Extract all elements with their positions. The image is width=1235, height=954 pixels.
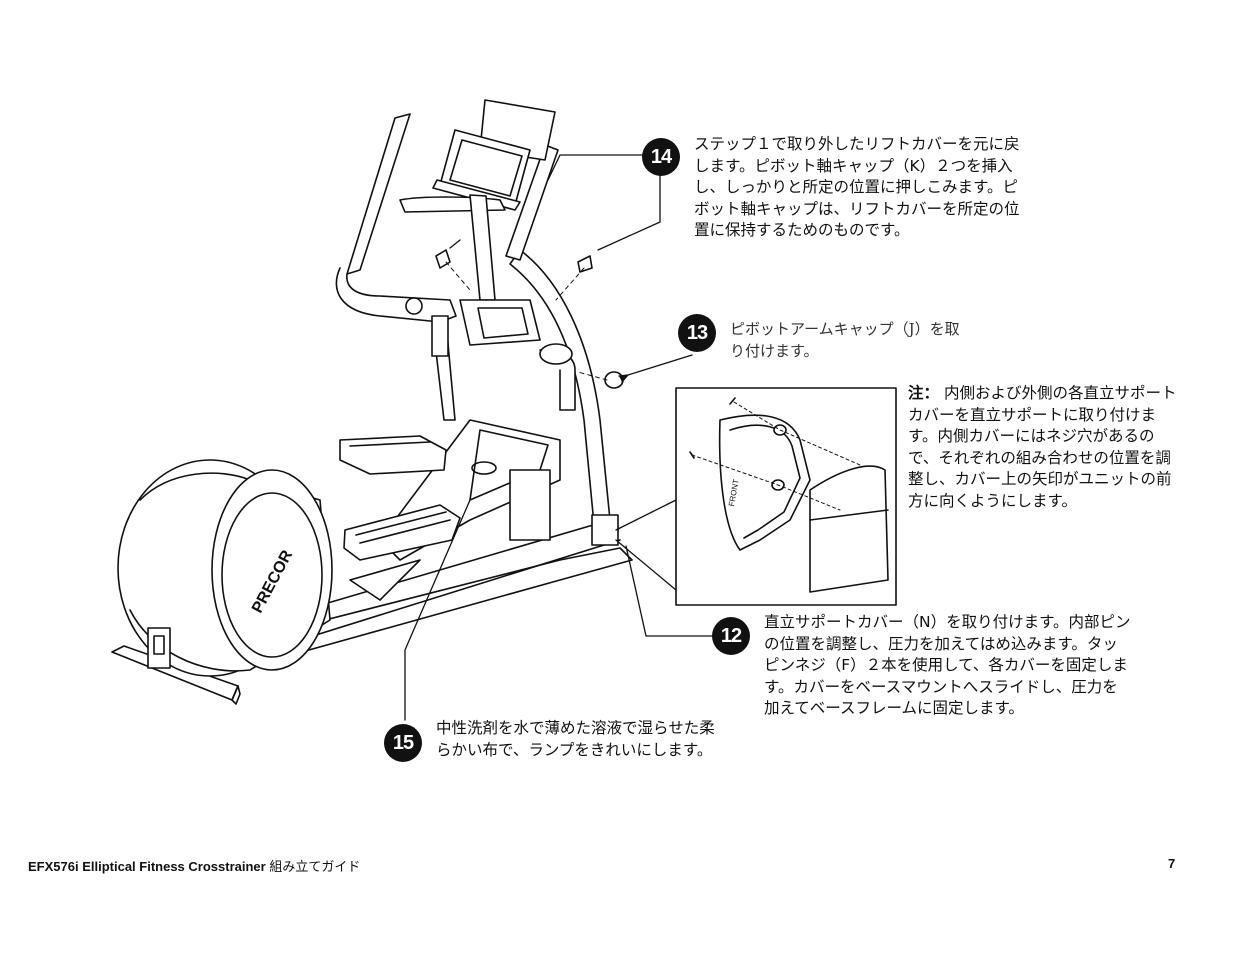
step-13-badge: 13 <box>678 314 716 352</box>
footer-product: EFX576i Elliptical Fitness Crosstrainer <box>28 859 266 874</box>
pedal-right <box>343 504 461 601</box>
step-15-text: 中性洗剤を水で薄めた溶液で湿らせた柔 らかい布で、ランプをきれいにします。 <box>436 719 715 759</box>
step-12-text: 直立サポートカバー（N）を取り付けます。内部ピン の位置を調整し、圧力を加えては… <box>764 613 1131 717</box>
pivot-axle-caps <box>435 249 593 273</box>
pivot-arm-cap <box>604 371 624 389</box>
note-body: 内側および外側の各直立サポート カバーを直立サポートに取り付けま す。内側カバー… <box>908 384 1177 510</box>
inset-detail <box>675 387 897 606</box>
step-15-badge: 15 <box>384 724 422 762</box>
step-13-text: ピボットアームキャップ（J）を取 り付けます。 <box>730 320 960 360</box>
step-14-text: ステップ１で取り外したリフトカバーを元に戻 します。ピボット軸キャップ（K）２つ… <box>694 135 1020 239</box>
step-12-badge: 12 <box>712 617 750 655</box>
step-14-badge: 14 <box>642 138 680 176</box>
handlebar-left <box>335 113 457 357</box>
installation-note: 注： 内側および外側の各直立サポート カバーを直立サポートに取り付けま す。内側… <box>908 383 1208 512</box>
footer-guide-label: 組み立てガイド <box>269 860 361 875</box>
page-number: 7 <box>1168 856 1176 871</box>
footer-title: EFX576i Elliptical Fitness Crosstrainer … <box>28 856 360 875</box>
console <box>399 99 556 346</box>
handlebar-right <box>505 144 576 411</box>
flywheel-housing <box>117 459 333 677</box>
note-label: 注： <box>908 384 940 402</box>
pedal-left <box>339 435 447 475</box>
